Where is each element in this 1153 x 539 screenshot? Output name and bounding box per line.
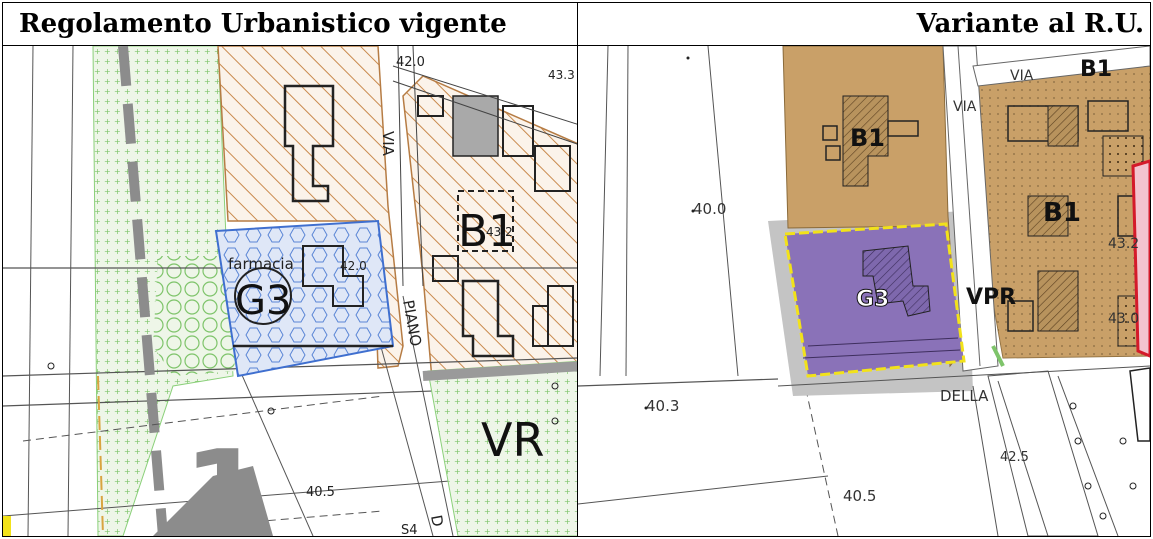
building-hatch-1	[842, 95, 889, 187]
variant-plan-map: B1 VIA VIA B1 B1 G3 VPR DELLA 40.0 40.3 …	[578, 46, 1150, 536]
elev-40-0: 40.0	[693, 200, 726, 218]
hatched-block-top	[217, 46, 404, 369]
label-vpr: VPR	[966, 285, 1016, 310]
label-g3: G3	[235, 278, 291, 324]
label-b1-top: B1	[1080, 57, 1112, 82]
column-divider	[577, 3, 578, 536]
code-s4: S4	[401, 523, 418, 536]
elev-40-3: 40.3	[646, 397, 679, 415]
green-circles	[153, 256, 235, 376]
elev-42-0-top: 42.0	[396, 55, 425, 70]
variant-plan-svg: B1 VIA VIA B1 B1 G3 VPR DELLA 40.0 40.3 …	[578, 46, 1150, 536]
table-header: Regolamento Urbanistico vigente Variante…	[3, 3, 1150, 46]
building-hatch-g3	[862, 245, 931, 317]
label-via-mid: VIA	[953, 99, 977, 115]
dashed-boundary	[118, 46, 168, 536]
label-b1: B1	[458, 206, 516, 257]
label-via: VIA	[379, 131, 397, 157]
label-d: D	[427, 514, 447, 529]
label-della: DELLA	[940, 387, 989, 405]
elev-43-0: 43.0	[1108, 311, 1139, 327]
elev-43-2: 43.2	[1108, 236, 1139, 252]
building-outline-1	[283, 84, 335, 203]
label-vr: VR	[481, 413, 544, 467]
current-plan-svg: +	[3, 46, 577, 536]
building-grey	[452, 95, 499, 157]
elev-42-5: 42.5	[1000, 450, 1029, 465]
elev-43-2: 43.2	[486, 225, 513, 239]
g3-zone	[783, 222, 966, 378]
label-b1-right: B1	[1043, 198, 1081, 228]
elev-42-0-mid: 42.0	[340, 259, 367, 273]
label-g3: G3	[856, 287, 889, 312]
elev-40-5: 40.5	[843, 487, 876, 505]
label-via-top: VIA	[1010, 68, 1034, 84]
left-column-title: Regolamento Urbanistico vigente	[19, 9, 507, 39]
big-numeral: 1	[183, 426, 267, 536]
elev-40-5: 40.5	[306, 485, 335, 500]
current-plan-map: +	[3, 46, 577, 536]
g3-marker-circle	[234, 267, 292, 325]
elev-43-3: 43.3	[548, 68, 575, 82]
label-b1-left: B1	[850, 124, 885, 152]
right-column-title: Variante al R.U.	[916, 9, 1144, 39]
label-farmacia: farmacia	[228, 255, 294, 273]
